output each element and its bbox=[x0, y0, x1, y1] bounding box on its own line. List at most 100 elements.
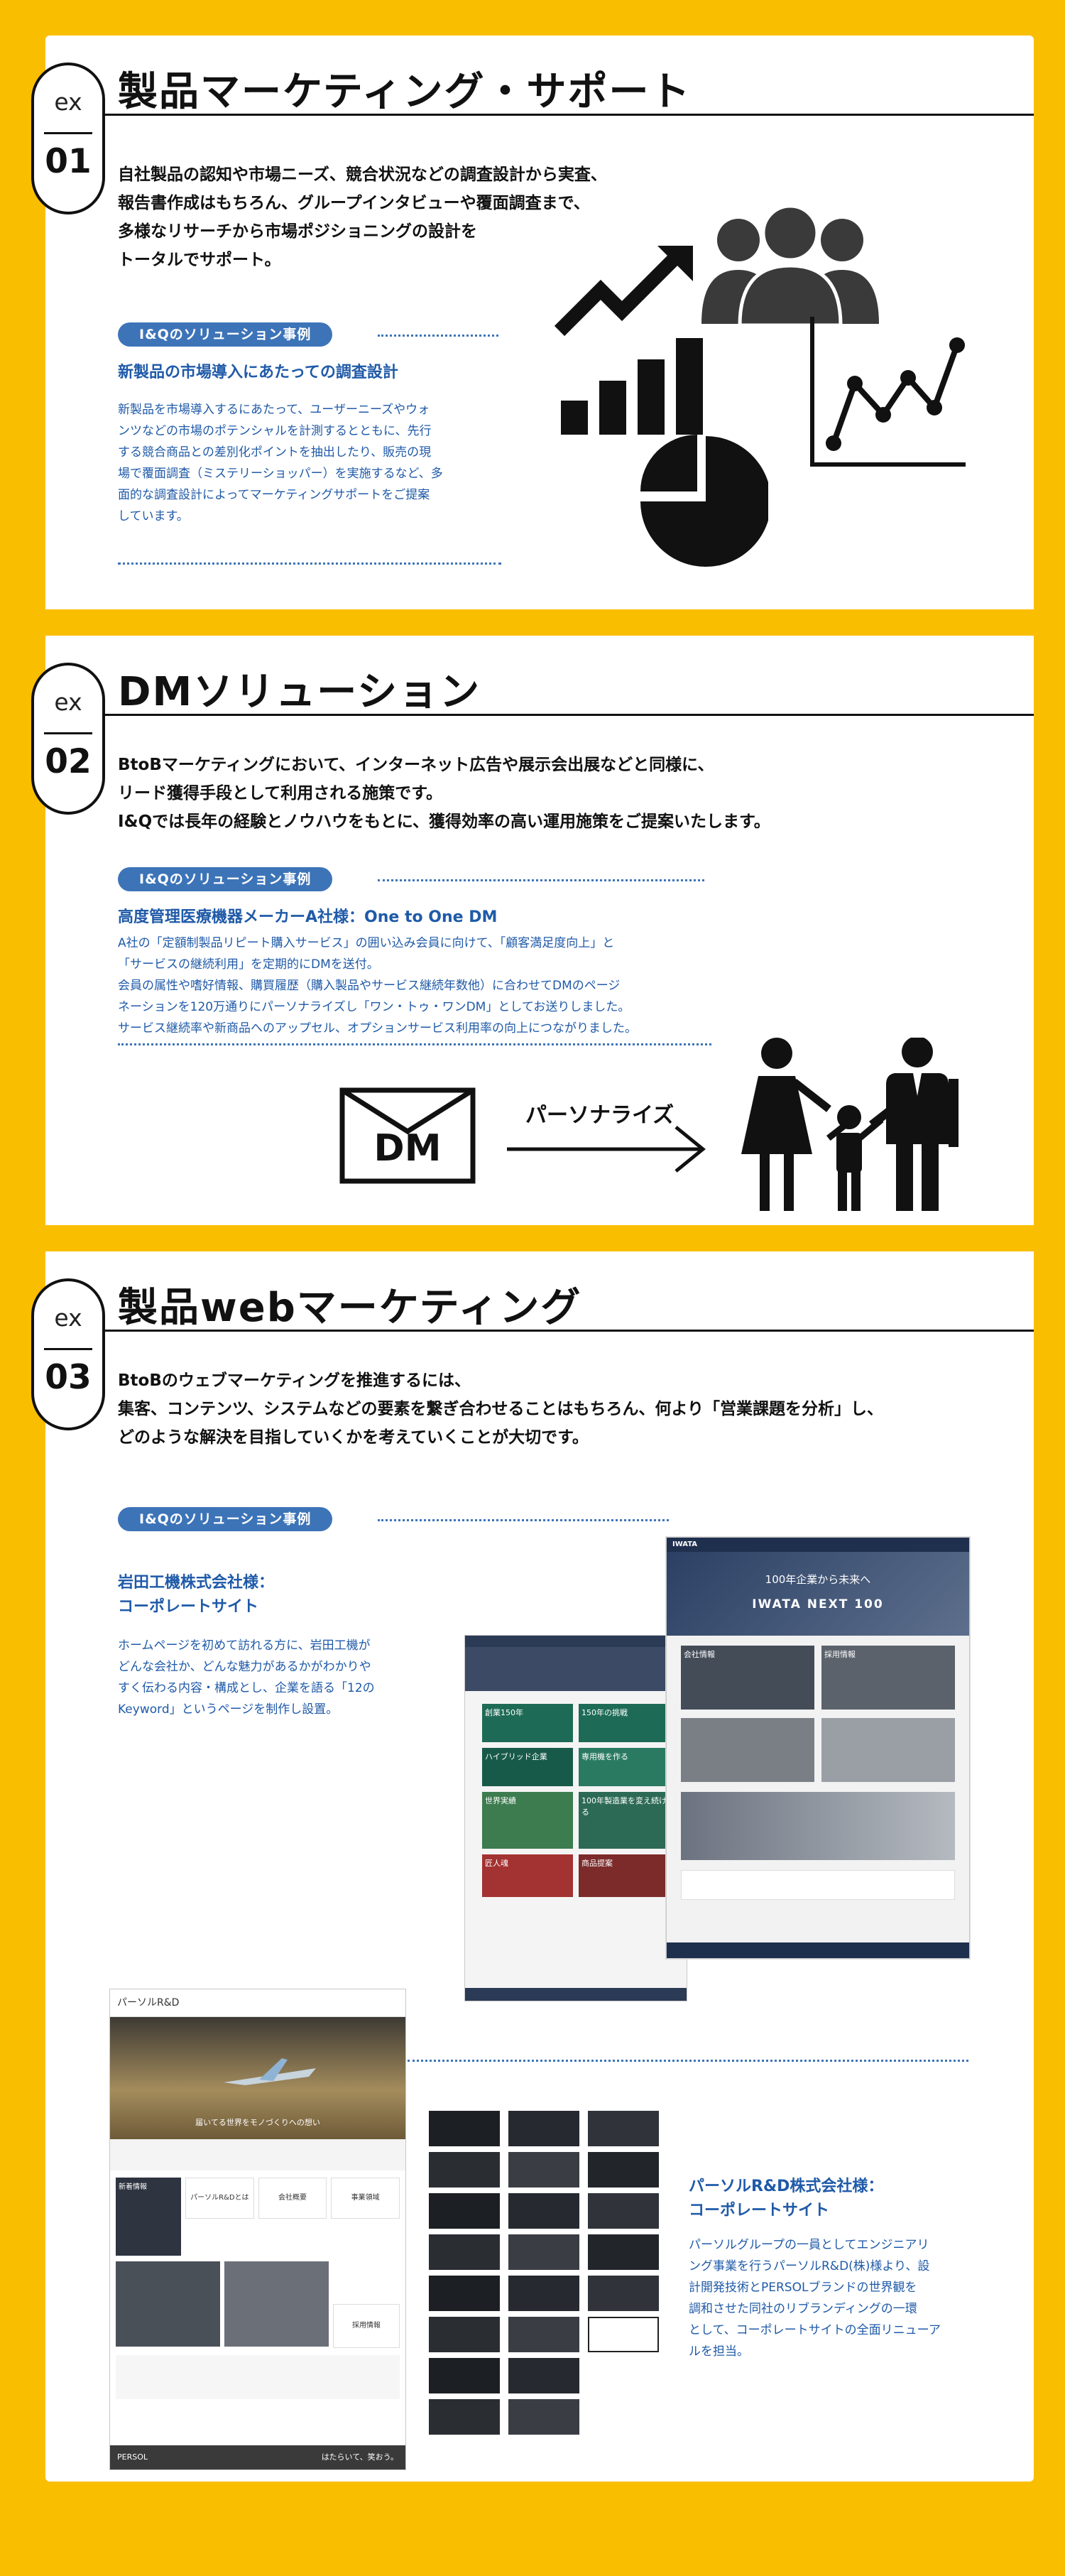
group-people-icon bbox=[701, 205, 879, 325]
thumbnail bbox=[508, 2399, 579, 2435]
persol-nav-item: 会社概要 bbox=[258, 2178, 327, 2219]
thumbnail bbox=[429, 2317, 500, 2352]
section-title: 製品マーケティング・サポート bbox=[118, 69, 692, 115]
section-intro: BtoBマーケティングにおいて、インターネット広告や展示会出展などと同様に、 リ… bbox=[118, 751, 770, 836]
iwata-hero-title: IWATA NEXT 100 bbox=[752, 1597, 884, 1612]
section-ex01: ex 01 製品マーケティング・サポート 自社製品の認知や市場ニーズ、競合状況な… bbox=[31, 36, 1034, 609]
family-icon bbox=[741, 1038, 958, 1211]
section-divider bbox=[45, 609, 1034, 636]
thumbnail bbox=[588, 2317, 659, 2352]
badge-divider bbox=[44, 132, 92, 134]
persol-nav-item: パーソルR&Dとは bbox=[185, 2178, 254, 2219]
case-label-pill: I&Qのソリューション事例 bbox=[118, 322, 333, 347]
persol-desktop-screenshot: パーソルR&D 届いてる世界をモノづくりへの想い 新着情報 パーソルR&Dとは … bbox=[109, 1989, 406, 2470]
case-body-line: ンツなどの市場のポテンシャルを計測するとともに、先行 bbox=[118, 424, 432, 438]
iwata-building-banner bbox=[681, 1792, 955, 1860]
case-body: A社の「定額制製品リピート購入サービス」の囲い込み会員に向けて、「顧客満足度向上… bbox=[118, 933, 637, 1039]
title-underline bbox=[105, 114, 1034, 116]
case-body-line: ネーションを120万通りにパーソナライズし「ワン・トゥ・ワンDM」としてお送りし… bbox=[118, 1000, 630, 1014]
arrow-right-icon bbox=[507, 1126, 706, 1173]
case-body-line: する競合商品との差別化ポイントを抽出したり、販売の現 bbox=[118, 445, 432, 460]
badge-divider bbox=[44, 732, 92, 734]
iwata-logo: IWATA bbox=[667, 1538, 969, 1552]
iwata-footer bbox=[667, 1942, 969, 1958]
case-title: 高度管理医療機器メーカーA社様：One to One DM bbox=[118, 908, 498, 926]
iwata-card: 創業150年 bbox=[482, 1704, 573, 1742]
pie-chart-icon bbox=[640, 435, 768, 567]
persol-footer-logo: PERSOL bbox=[117, 2452, 148, 2462]
persol-recruit: 採用情報 bbox=[333, 2304, 400, 2348]
iwata-photo bbox=[821, 1718, 955, 1782]
section-intro: 自社製品の認知や市場ニーズ、競合状況などの調査設計から実査、 報告書作成はもちろ… bbox=[118, 161, 607, 274]
case-body-line: 面的な調査設計によってマーケティングサポートをご提案 bbox=[118, 488, 430, 502]
case-body-line: 「サービスの継続利用」を定期的にDMを送付。 bbox=[118, 957, 379, 972]
persol-logo: パーソルR&D bbox=[110, 1989, 405, 2017]
iwata-card: 匠人魂 bbox=[482, 1854, 573, 1897]
iwata-mobile-cards: 創業150年 150年の挑戦 ハイブリッド企業 専用機を作る 世界実績 100年… bbox=[482, 1704, 670, 1897]
case-body-line: しています。 bbox=[118, 509, 189, 523]
dotted-rule bbox=[118, 1043, 711, 1045]
badge-ex-label: ex bbox=[54, 1304, 82, 1332]
iwata-card: 専用機を作る bbox=[579, 1748, 670, 1786]
iwata-card: ハイブリッド企業 bbox=[482, 1748, 573, 1786]
thumbnail bbox=[429, 2193, 500, 2229]
iwata-card: 100年製造業を変え続ける bbox=[579, 1792, 670, 1849]
case1-title: 岩田工機株式会社様： コーポレートサイト bbox=[118, 1571, 274, 1619]
section-ex02: ex 02 DMソリューション BtoBマーケティングにおいて、インターネット広… bbox=[31, 636, 1034, 1225]
section-title: DMソリューション bbox=[118, 669, 481, 715]
intro-line: 自社製品の認知や市場ニーズ、競合状況などの調査設計から実査、 bbox=[118, 165, 607, 184]
iwata-mobile-hero bbox=[465, 1647, 687, 1691]
case2-body-line: ルを担当。 bbox=[689, 2344, 749, 2359]
case1-body-line: どんな会社か、どんな魅力があるかがわかりや bbox=[118, 1660, 371, 1674]
envelope-icon: DM bbox=[339, 1087, 476, 1184]
iwata-mobile-header bbox=[465, 1636, 687, 1647]
thumbnail bbox=[429, 2399, 500, 2435]
case1-body-line: ホームページを初めて訪れる方に、岩田工機が bbox=[118, 1638, 371, 1653]
section-badge: ex 03 bbox=[31, 1278, 105, 1430]
arrow-label: パーソナライズ bbox=[525, 1103, 674, 1128]
case1-body-line: すく伝わる内容・構成とし、企業を語る「12の bbox=[118, 1681, 375, 1695]
thumbnail bbox=[508, 2152, 579, 2188]
iwata-mobile-footer bbox=[465, 1988, 687, 2001]
case2-title-line: パーソルR&D株式会社様： bbox=[689, 2178, 884, 2195]
thumbnail bbox=[508, 2111, 579, 2146]
case1-body: ホームページを初めて訪れる方に、岩田工機が どんな会社か、どんな魅力があるかがわ… bbox=[118, 1635, 375, 1720]
thumbnail bbox=[588, 2234, 659, 2270]
case-label-pill: I&Qのソリューション事例 bbox=[118, 867, 333, 891]
persol-sitemap bbox=[116, 2355, 400, 2399]
thumbnail bbox=[429, 2358, 500, 2393]
section-ex03: ex 03 製品webマーケティング BtoBのウェブマーケティングを推進するに… bbox=[31, 1251, 1034, 2482]
iwata-card: 世界実績 bbox=[482, 1792, 573, 1849]
dotted-rule bbox=[118, 563, 501, 565]
iwata-hero-sub: 100年企業から未来へ bbox=[765, 1573, 871, 1586]
persol-photo bbox=[116, 2261, 220, 2347]
persol-nav-item: 事業領域 bbox=[331, 2178, 400, 2219]
dotted-rule bbox=[408, 2060, 968, 2062]
iwata-photo bbox=[681, 1718, 814, 1782]
thumbnail bbox=[588, 2276, 659, 2311]
iwata-card: 商品提案 bbox=[579, 1854, 670, 1897]
case1-title-line: コーポレートサイト bbox=[118, 1598, 259, 1616]
intro-line: BtoBのウェブマーケティングを推進するには、 bbox=[118, 1371, 471, 1390]
thumbnail bbox=[508, 2193, 579, 2229]
case2-body-line: 計開発技術とPERSOLブランドの世界観を bbox=[689, 2281, 917, 2295]
case2-body-line: として、コーポレートサイトの全面リニューア bbox=[689, 2323, 941, 2337]
section-title: 製品webマーケティング bbox=[118, 1285, 582, 1331]
case-body: 新製品を市場導入するにあたって、ユーザーニーズやウォ ンツなどの市場のポテンシャ… bbox=[118, 399, 443, 527]
persol-footer-tagline: はたらいて、笑おう。 bbox=[321, 2452, 398, 2462]
case1-title-line: 岩田工機株式会社様： bbox=[118, 1574, 275, 1592]
thumbnail bbox=[429, 2111, 500, 2146]
content-panel: ex 01 製品マーケティング・サポート 自社製品の認知や市場ニーズ、競合状況な… bbox=[31, 36, 1034, 2482]
iwata-feature-row: 会社情報 採用情報 bbox=[667, 1636, 969, 1710]
case2-title-line: コーポレートサイト bbox=[689, 2202, 830, 2219]
badge-ex-label: ex bbox=[54, 688, 82, 716]
iwata-news-bar bbox=[681, 1870, 955, 1900]
thumbnail bbox=[508, 2317, 579, 2352]
thumbnail bbox=[588, 2193, 659, 2229]
persol-hero: 届いてる世界をモノづくりへの想い bbox=[110, 2017, 405, 2139]
case-label-pill: I&Qのソリューション事例 bbox=[118, 1507, 333, 1531]
thumbnail bbox=[508, 2358, 579, 2393]
iwata-card: 150年の挑戦 bbox=[579, 1704, 670, 1742]
line-graph-icon bbox=[810, 317, 966, 467]
intro-line: リード獲得手段として利用される施策です。 bbox=[118, 784, 443, 803]
